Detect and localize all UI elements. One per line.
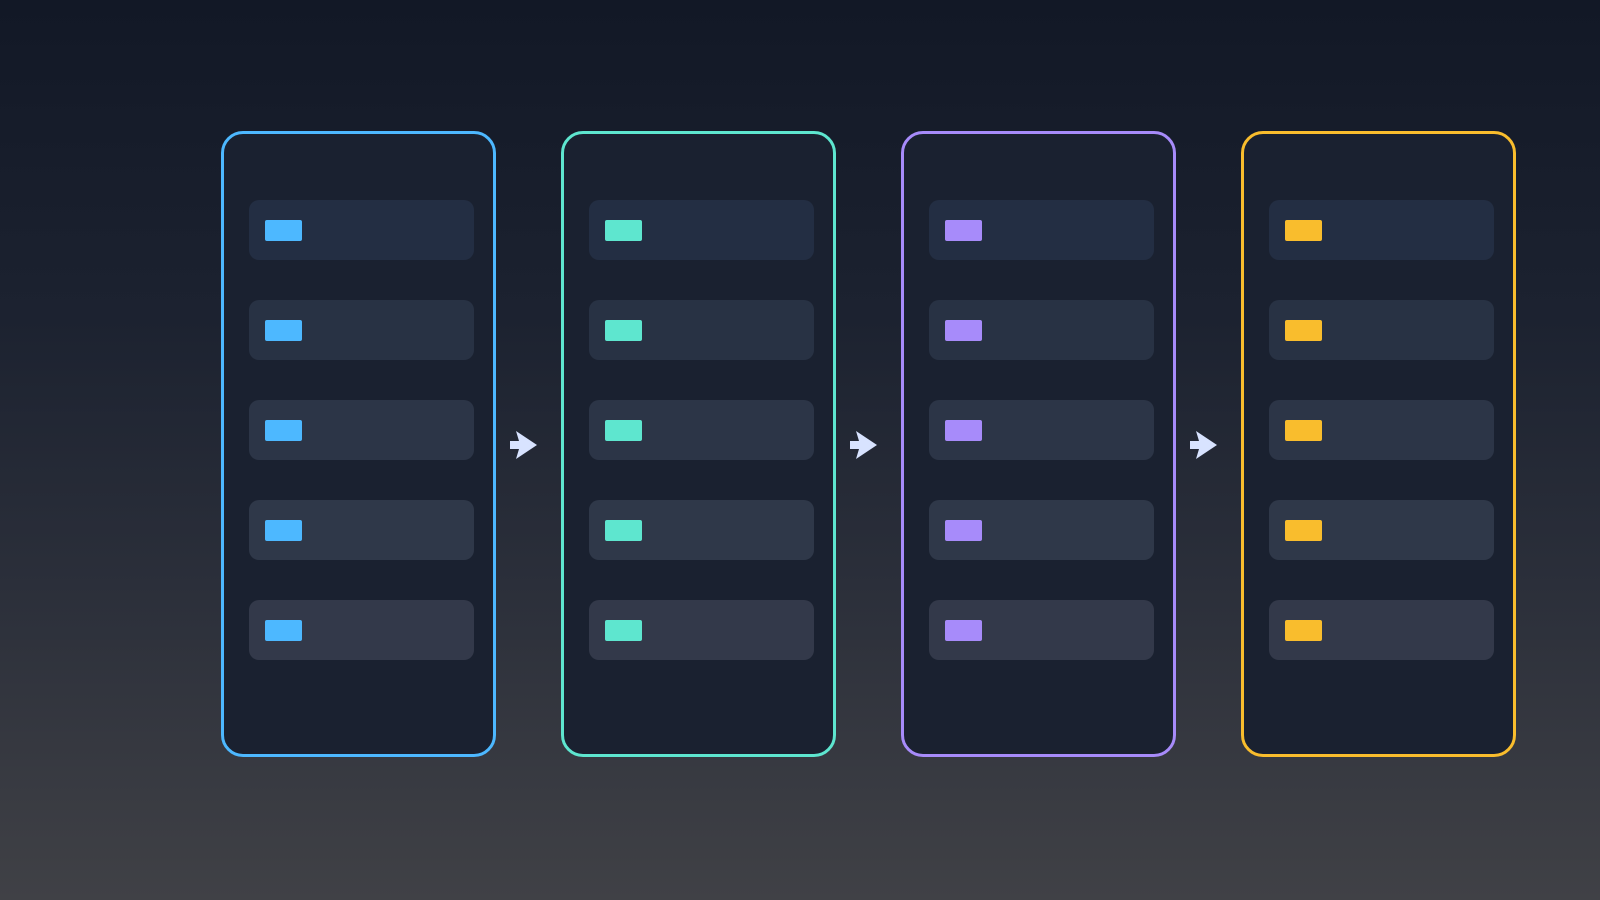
color-tag-icon (265, 520, 302, 541)
color-tag-icon (265, 220, 302, 241)
column-3-item-3 (929, 400, 1154, 460)
column-2-item-4 (589, 500, 814, 560)
column-1-item-2 (249, 300, 474, 360)
color-tag-icon (265, 420, 302, 441)
color-tag-icon (605, 420, 642, 441)
arrow-right-icon (1188, 428, 1222, 462)
color-tag-icon (945, 320, 982, 341)
column-3-item-2 (929, 300, 1154, 360)
column-4-item-2 (1269, 300, 1494, 360)
column-3-item-4 (929, 500, 1154, 560)
color-tag-icon (1285, 620, 1322, 641)
arrow-right-icon (848, 428, 882, 462)
arrow-right-icon (508, 428, 542, 462)
color-tag-icon (1285, 520, 1322, 541)
color-tag-icon (945, 620, 982, 641)
color-tag-icon (605, 220, 642, 241)
column-4-item-1 (1269, 200, 1494, 260)
color-tag-icon (1285, 320, 1322, 341)
column-1-item-3 (249, 400, 474, 460)
column-1-item-5 (249, 600, 474, 660)
color-tag-icon (605, 620, 642, 641)
stage-column-2 (561, 131, 836, 757)
column-2-item-2 (589, 300, 814, 360)
color-tag-icon (605, 320, 642, 341)
column-1-item-4 (249, 500, 474, 560)
color-tag-icon (945, 520, 982, 541)
column-4-item-5 (1269, 600, 1494, 660)
color-tag-icon (945, 420, 982, 441)
color-tag-icon (265, 620, 302, 641)
column-2-item-3 (589, 400, 814, 460)
column-4-item-4 (1269, 500, 1494, 560)
stage-column-1 (221, 131, 496, 757)
color-tag-icon (945, 220, 982, 241)
column-3-item-1 (929, 200, 1154, 260)
stage-column-3 (901, 131, 1176, 757)
color-tag-icon (605, 520, 642, 541)
column-2-item-1 (589, 200, 814, 260)
column-2-item-5 (589, 600, 814, 660)
column-3-item-5 (929, 600, 1154, 660)
color-tag-icon (1285, 420, 1322, 441)
stage-column-4 (1241, 131, 1516, 757)
color-tag-icon (265, 320, 302, 341)
column-1-item-1 (249, 200, 474, 260)
column-4-item-3 (1269, 400, 1494, 460)
color-tag-icon (1285, 220, 1322, 241)
